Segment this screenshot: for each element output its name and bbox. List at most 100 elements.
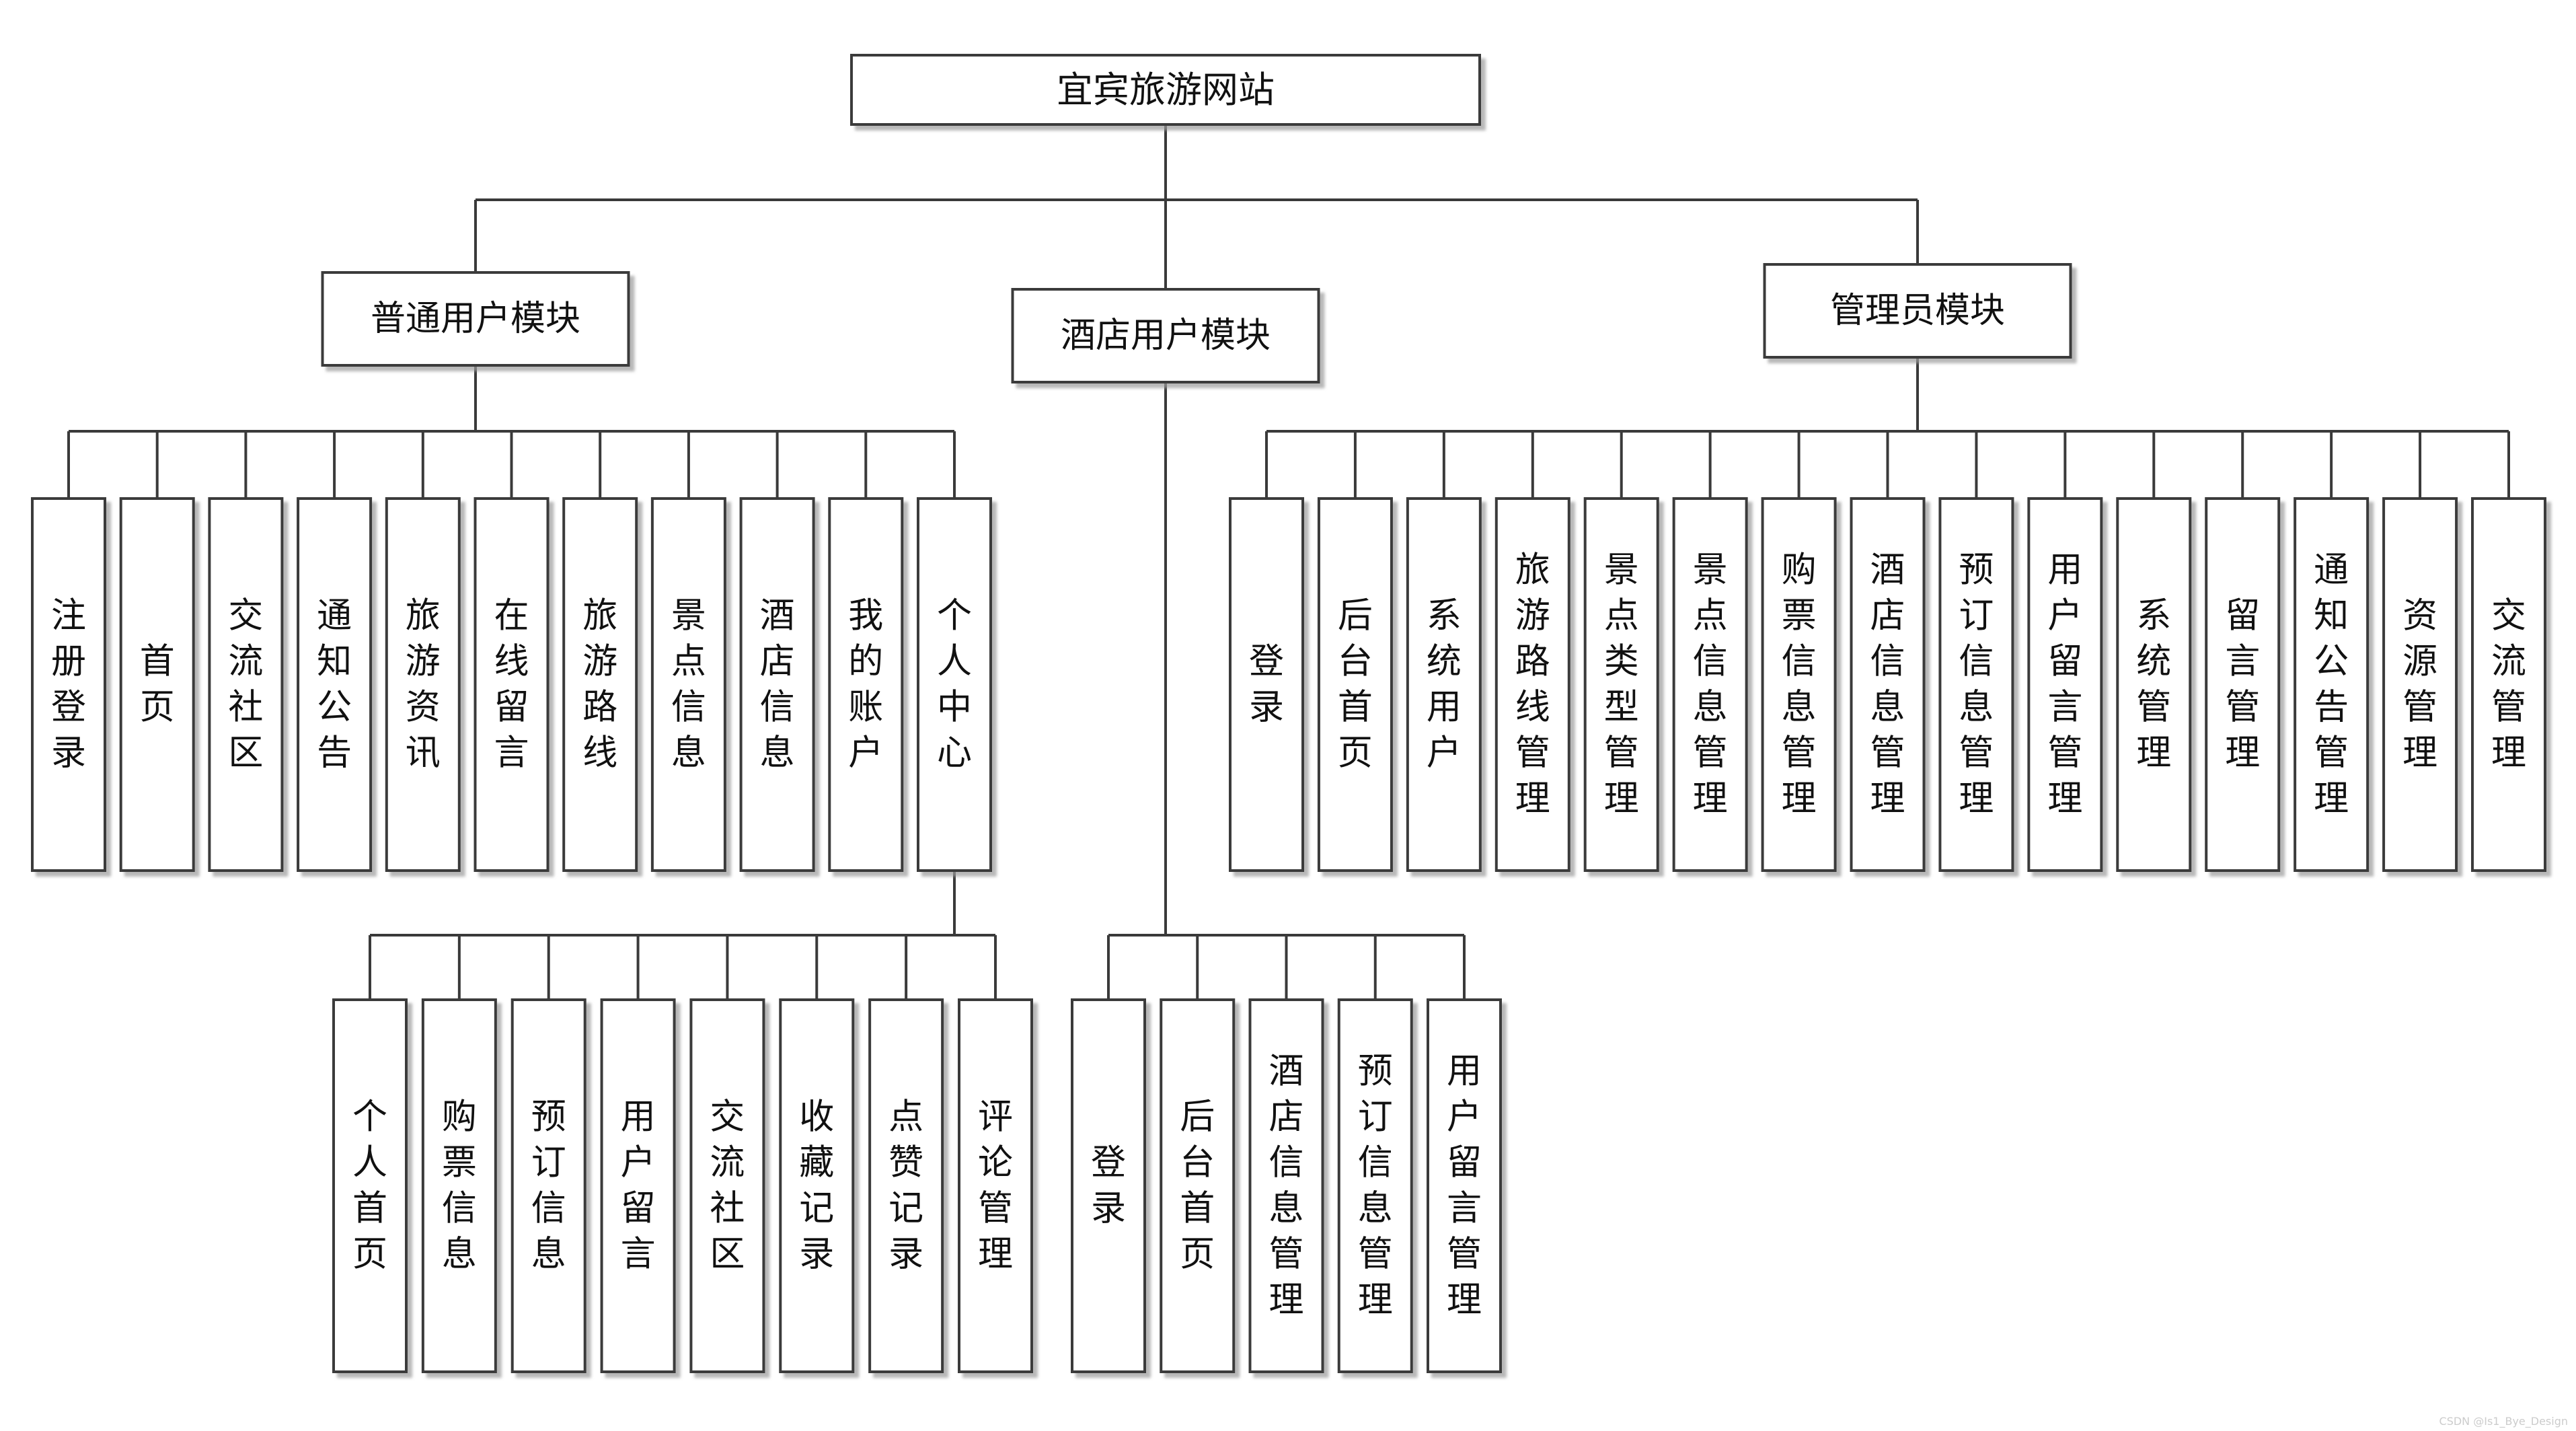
- module-node-1-label: 酒店用户模块: [1061, 316, 1271, 356]
- child-node-label: 我的账户: [848, 596, 883, 774]
- child-node: 旅游路线: [562, 497, 638, 872]
- child-node-label: 后台首页: [1180, 1097, 1215, 1275]
- module-node-2-box: [1763, 263, 2072, 359]
- child-node-box: [2471, 497, 2546, 872]
- child-node-label: 交流管理: [2491, 596, 2526, 774]
- grandchild-node: 用户留言: [600, 998, 676, 1373]
- child-node-box: [1427, 998, 1502, 1373]
- child-node: 个人中心: [917, 497, 992, 872]
- grandchild-node-label: 点赞记录: [888, 1097, 923, 1275]
- child-node-label: 通知公告管理: [2314, 550, 2349, 819]
- child-node-box: [119, 497, 195, 872]
- child-node-box: [1071, 998, 1146, 1373]
- child-node: 景点信息: [650, 497, 726, 872]
- grandchild-node-box: [868, 998, 944, 1373]
- child-node: 预订信息管理: [1337, 998, 1413, 1373]
- child-node-label: 留言管理: [2225, 596, 2260, 774]
- child-node: 酒店信息: [739, 497, 815, 872]
- child-node-label: 旅游路线管理: [1515, 550, 1550, 819]
- module-node-1: 酒店用户模块: [1011, 288, 1320, 383]
- child-node-box: [828, 497, 904, 872]
- child-node-label: 首页: [140, 642, 175, 728]
- child-node: 交流管理: [2471, 497, 2546, 872]
- child-node-label: 通知公告: [317, 596, 352, 774]
- child-node-label: 系统用户: [1427, 596, 1462, 774]
- child-node-box: [473, 497, 550, 872]
- grandchild-node-box: [421, 998, 497, 1373]
- child-node: 用户留言管理: [1427, 998, 1502, 1373]
- module-node-0-label: 普通用户模块: [371, 299, 580, 339]
- child-node-box: [1160, 998, 1236, 1373]
- child-node-label: 用户留言管理: [1447, 1052, 1482, 1321]
- child-node: 后台首页: [1160, 998, 1236, 1373]
- grandchild-node: 购票信息: [421, 998, 497, 1373]
- child-node: 资源管理: [2382, 497, 2458, 872]
- child-node-label: 旅游资讯: [406, 596, 441, 774]
- child-node-label: 预订信息管理: [1358, 1052, 1393, 1321]
- child-node: 留言管理: [2205, 497, 2281, 872]
- child-node-label: 个人中心: [937, 596, 972, 774]
- module-node-2: 管理员模块: [1763, 263, 2072, 359]
- child-node: 旅游资讯: [385, 497, 461, 872]
- child-node-label: 在线留言: [494, 596, 529, 774]
- node-boxes: 宜宾旅游网站普通用户模块注册登录首页交流社区通知公告旅游资讯在线留言旅游路线景点…: [31, 54, 2546, 1373]
- child-node-box: [208, 497, 284, 872]
- grandchild-node-box: [689, 998, 765, 1373]
- child-node-box: [2027, 497, 2103, 872]
- child-node-label: 预订信息管理: [1959, 550, 1994, 819]
- grandchild-node: 点赞记录: [868, 998, 944, 1373]
- grandchild-node-box: [510, 998, 586, 1373]
- child-node: 交流社区: [208, 497, 284, 872]
- child-node: 系统用户: [1406, 497, 1482, 872]
- module-node-1-box: [1011, 288, 1320, 383]
- child-node-label: 酒店信息管理: [1870, 550, 1905, 819]
- child-node-box: [1583, 497, 1659, 872]
- grandchild-node-box: [600, 998, 676, 1373]
- child-node-box: [1317, 497, 1393, 872]
- module-node-2-label: 管理员模块: [1830, 291, 2005, 331]
- grandchild-node-label: 评论管理: [978, 1097, 1013, 1275]
- child-node-label: 购票信息管理: [1782, 550, 1817, 819]
- root-node: 宜宾旅游网站: [850, 54, 1481, 126]
- child-node-label: 系统管理: [2136, 596, 2171, 774]
- child-node: 注册登录: [31, 497, 106, 872]
- child-node-label: 登录: [1249, 642, 1284, 728]
- child-node: 酒店信息管理: [1850, 497, 1926, 872]
- grandchild-node-box: [958, 998, 1033, 1373]
- root-node-box: [850, 54, 1481, 126]
- grandchild-node-label: 交流社区: [710, 1097, 745, 1275]
- child-node-box: [31, 497, 106, 872]
- child-node-box: [739, 497, 815, 872]
- child-node: 通知公告: [297, 497, 373, 872]
- grandchild-node: 个人首页: [332, 998, 408, 1373]
- child-node: 旅游路线管理: [1494, 497, 1570, 872]
- child-node-box: [297, 497, 373, 872]
- child-node: 购票信息管理: [1761, 497, 1837, 872]
- watermark-text: CSDN @Is1_Bye_Design: [2439, 1415, 2568, 1428]
- child-node-box: [917, 497, 992, 872]
- grandchild-node-box: [332, 998, 408, 1373]
- child-node-label: 旅游路线: [582, 596, 617, 774]
- child-node-label: 用户留言管理: [2047, 550, 2082, 819]
- child-node-box: [1337, 998, 1413, 1373]
- child-node-label: 景点信息管理: [1693, 550, 1728, 819]
- child-node-box: [2382, 497, 2458, 872]
- child-node: 登录: [1229, 497, 1304, 872]
- child-node-box: [1494, 497, 1570, 872]
- grandchild-node: 交流社区: [689, 998, 765, 1373]
- child-node: 酒店信息管理: [1248, 998, 1324, 1373]
- child-node: 通知公告管理: [2294, 497, 2370, 872]
- grandchild-node-label: 收藏记录: [799, 1097, 834, 1275]
- grandchild-node-label: 个人首页: [352, 1097, 387, 1275]
- child-node-box: [1938, 497, 2014, 872]
- child-node: 预订信息管理: [1938, 497, 2014, 872]
- child-node-label: 酒店信息: [760, 596, 795, 774]
- connector-lines: [67, 124, 2510, 1000]
- child-node: 登录: [1071, 998, 1146, 1373]
- child-node-label: 交流社区: [228, 596, 263, 774]
- child-node-label: 注册登录: [51, 596, 86, 774]
- module-node-0-box: [321, 271, 630, 367]
- child-node-box: [2116, 497, 2192, 872]
- grandchild-node: 评论管理: [958, 998, 1033, 1373]
- child-node-label: 登录: [1091, 1143, 1126, 1229]
